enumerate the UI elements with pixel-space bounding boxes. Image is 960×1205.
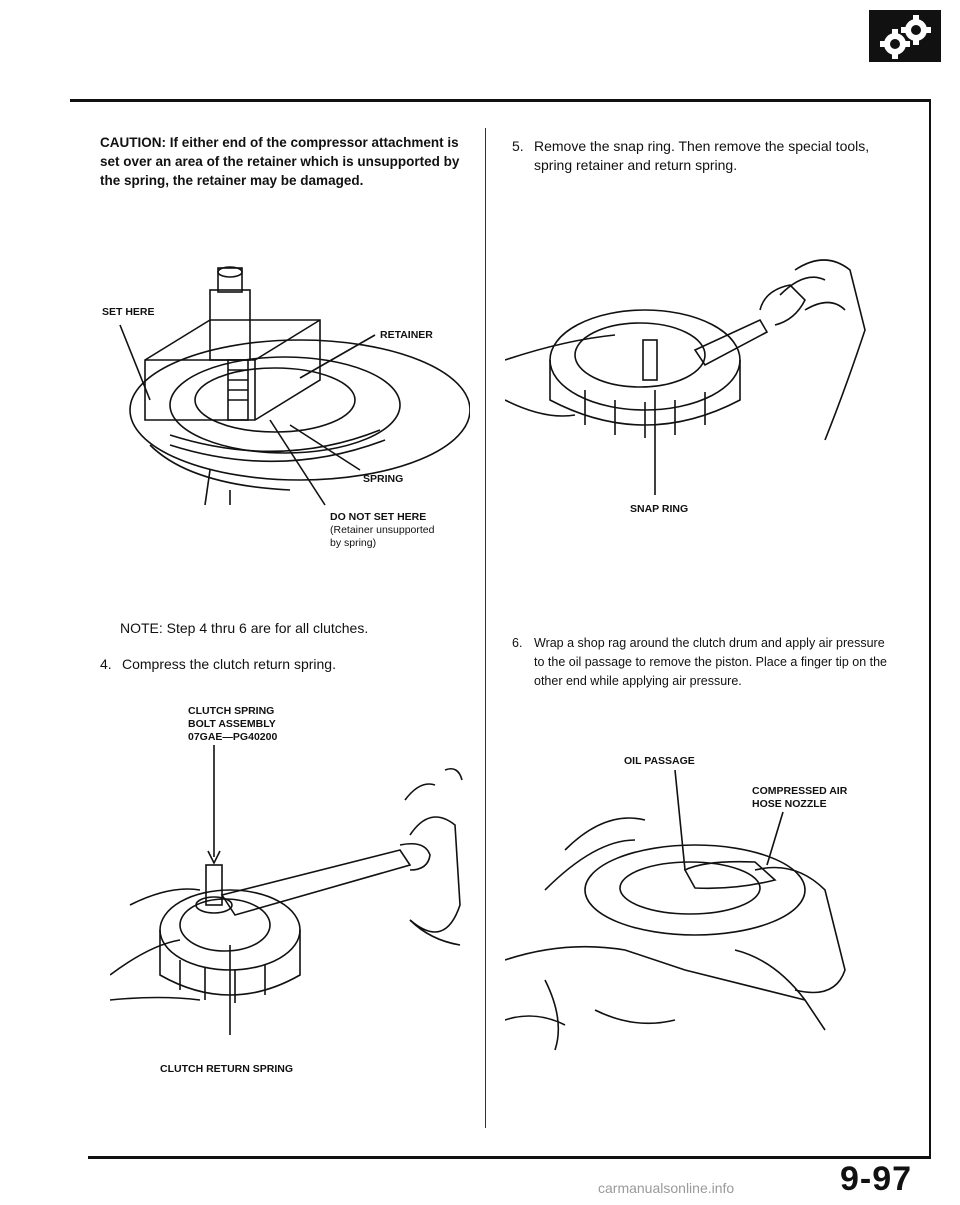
step-5: 5. Remove the snap ring. Then remove the… <box>512 137 892 175</box>
footer-watermark[interactable]: carmanualsonline.info <box>598 1180 735 1196</box>
tool-label-line2: BOLT ASSEMBLY <box>188 718 276 730</box>
retainer-note-line1: (Retainer unsupported <box>330 524 435 536</box>
step-4-text: Compress the clutch return spring. <box>122 656 336 672</box>
compressor-attachment-illustration <box>119 266 470 506</box>
do-not-set-here-label: DO NOT SET HERE <box>330 511 427 523</box>
tool-label-line3: 07GAE—PG40200 <box>188 731 278 743</box>
step-6: 6. Wrap a shop rag around the clutch dru… <box>512 634 897 691</box>
step-6-number: 6. <box>512 636 523 650</box>
step-5-text: Remove the snap ring. Then remove the sp… <box>534 138 870 173</box>
nozzle-label-line2: HOSE NOZZLE <box>752 798 827 810</box>
snap-ring-removal-illustration <box>505 259 866 495</box>
retainer-note-line2: by spring) <box>330 537 377 549</box>
oil-passage-label: OIL PASSAGE <box>624 755 695 767</box>
retainer-label: RETAINER <box>380 329 433 341</box>
step-5-number: 5. <box>512 138 524 154</box>
step-6-text: Wrap a shop rag around the clutch drum a… <box>534 636 887 688</box>
nozzle-label-line1: COMPRESSED AIR <box>752 785 848 797</box>
column-divider <box>485 128 486 1128</box>
caution-text: If either end of the compressor attachme… <box>100 135 460 188</box>
top-rule <box>70 99 930 102</box>
page-number: 9-97 <box>840 1160 913 1198</box>
spring-label: SPRING <box>363 473 404 485</box>
step-4-number: 4. <box>100 656 112 672</box>
caution-block: CAUTION: If either end of the compressor… <box>100 133 470 190</box>
step-4: 4. Compress the clutch return spring. <box>100 655 470 674</box>
tool-label-line1: CLUTCH SPRING <box>188 705 275 717</box>
bottom-rule <box>88 1156 931 1159</box>
note-text: NOTE: Step 4 thru 6 are for all clutches… <box>120 620 369 636</box>
snap-ring-label: SNAP RING <box>630 503 689 515</box>
piston-removal-illustration <box>505 770 846 1051</box>
right-rule <box>929 99 931 1159</box>
set-here-label: SET HERE <box>102 306 155 318</box>
clutch-spring-compress-illustration <box>110 745 463 1035</box>
return-spring-label: CLUTCH RETURN SPRING <box>160 1063 293 1075</box>
gears-icon <box>869 10 941 62</box>
caution-label: CAUTION: <box>100 135 166 150</box>
